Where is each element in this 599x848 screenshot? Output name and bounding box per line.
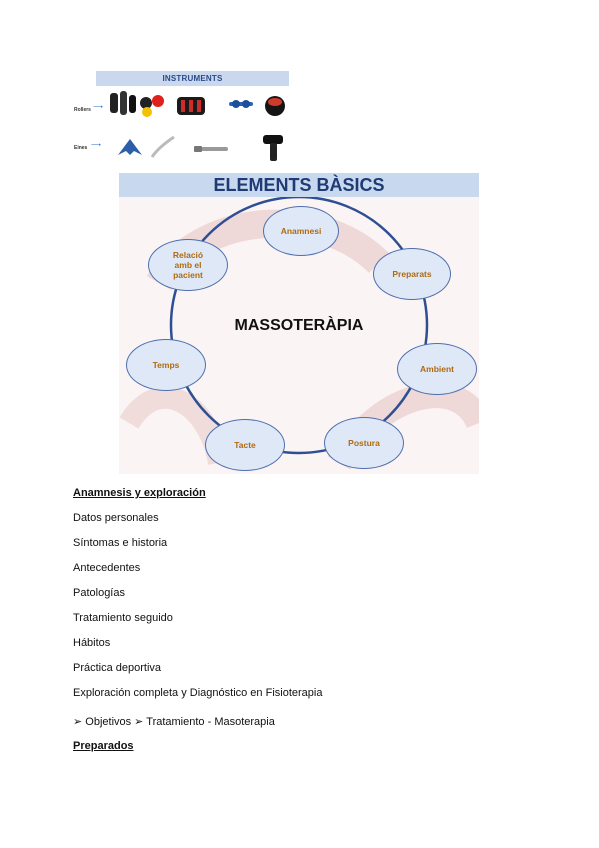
node-postura: Postura: [324, 417, 404, 469]
heading-anamnesis: Anamnesis y exploración: [73, 487, 206, 499]
list-item: ➢ Objetivos ➢ Tratamiento - Masoterapia: [73, 716, 275, 728]
list-item: Patologías: [73, 587, 125, 599]
massage-balls-image: [140, 95, 164, 117]
list-item: Tratamiento seguido: [73, 612, 173, 624]
list-item: Práctica deportiva: [73, 662, 162, 674]
tools-label: Eines: [74, 145, 88, 151]
list-item: Hábitos: [73, 637, 111, 649]
foam-rollers-image: [110, 91, 136, 115]
gua-sha-tool-image: [118, 139, 142, 155]
heading-preparados: Preparados: [73, 740, 134, 752]
instruments-title: INSTRUMENTS: [96, 71, 289, 86]
list-item: Exploración completa y Diagnóstico en Fi…: [73, 687, 323, 699]
instruments-figure: INSTRUMENTS Rollers ⟶ Eines ⟶: [72, 71, 289, 163]
tools-arrow-icon: ⟶: [91, 142, 102, 149]
node-anamnesi: Anamnesi: [263, 206, 339, 256]
cycle-circle: [169, 195, 429, 455]
roller-stick-image: [229, 100, 253, 108]
diagram-center-label: MASSOTERÀPIA: [234, 317, 364, 334]
node-ambient: Ambient: [397, 343, 477, 395]
list-item: Antecedentes: [73, 562, 141, 574]
node-tacte: Tacte: [205, 419, 285, 471]
vibrating-ball-image: [265, 96, 285, 116]
hook-tool-image: [150, 135, 175, 158]
list-item: Síntomas e historia: [73, 537, 168, 549]
node-relacio: Relació amb el pacient: [148, 239, 228, 291]
foam-roller-red-image: [177, 97, 205, 115]
node-temps: Temps: [126, 339, 206, 391]
rollers-label: Rollers: [74, 107, 91, 113]
metal-tool-image: [194, 146, 228, 152]
list-item: Datos personales: [73, 512, 159, 524]
massage-gun-image: [263, 135, 283, 161]
massage-elements-diagram: ELEMENTS BÀSICS MASSOTERÀPIA Anamnesi Pr…: [119, 173, 479, 474]
rollers-arrow-icon: ⟶: [93, 104, 104, 111]
diagram-title: ELEMENTS BÀSICS: [119, 173, 479, 197]
node-preparats: Preparats: [373, 248, 451, 300]
